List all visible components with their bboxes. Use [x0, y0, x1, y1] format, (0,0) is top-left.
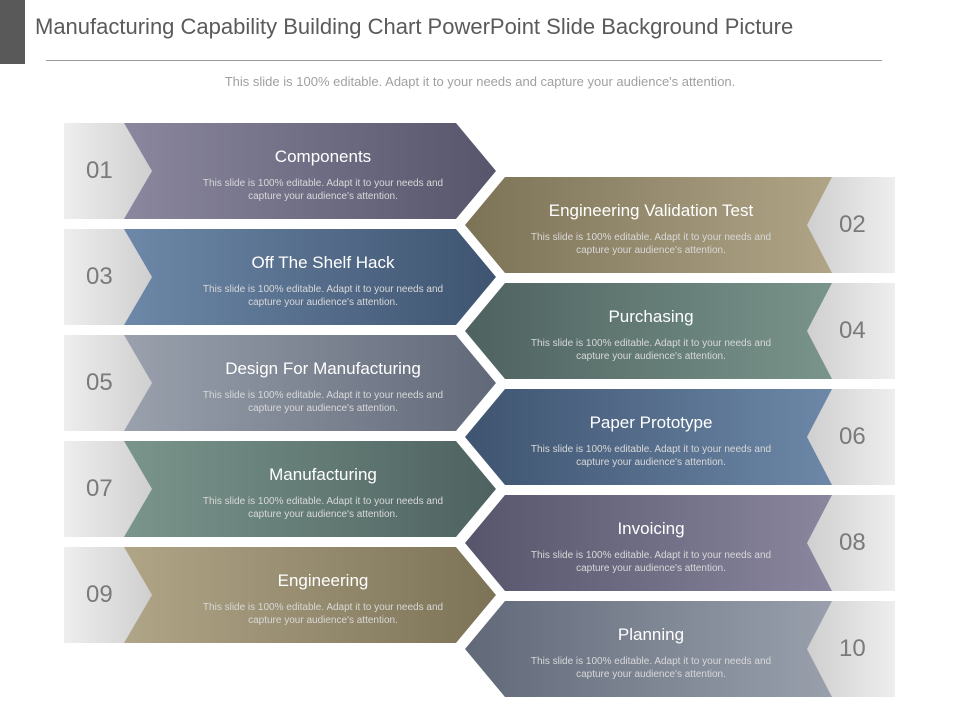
step-description: This slide is 100% editable. Adapt it to… — [465, 549, 837, 575]
step-heading: Purchasing — [608, 307, 694, 326]
step-description-line: This slide is 100% editable. Adapt it to… — [530, 444, 772, 455]
step-number: 10 — [839, 635, 866, 662]
step-description-line: capture your audience's attention. — [248, 191, 398, 202]
step-description: This slide is 100% editable. Adapt it to… — [465, 231, 837, 257]
page-subtitle: This slide is 100% editable. Adapt it to… — [224, 74, 736, 89]
step-description: This slide is 100% editable. Adapt it to… — [465, 337, 837, 363]
step-08: Invoicing This slide is 100% editable. A… — [465, 495, 905, 591]
step-heading: Planning — [617, 625, 685, 644]
step-number: 03 — [86, 263, 113, 290]
step-arrow: Manufacturing This slide is 100% editabl… — [124, 441, 496, 537]
step-description: This slide is 100% editable. Adapt it to… — [465, 655, 837, 681]
step-description-line: capture your audience's attention. — [576, 457, 726, 468]
step-heading: Engineering — [277, 571, 369, 590]
step-07: 07 Manufacturing This slide is 100% edit… — [64, 441, 504, 537]
step-heading: Components — [274, 147, 372, 166]
step-05: 05 Design For Manufacturing This slide i… — [64, 335, 504, 431]
step-description-line: This slide is 100% editable. Adapt it to… — [202, 178, 444, 189]
step-description-line: capture your audience's attention. — [248, 615, 398, 626]
step-number: 06 — [839, 423, 866, 450]
step-description-line: capture your audience's attention. — [248, 509, 398, 520]
step-number: 02 — [839, 211, 866, 238]
step-description-line: capture your audience's attention. — [248, 297, 398, 308]
title-accent-bar — [0, 0, 25, 64]
title-divider — [46, 60, 882, 61]
step-description-line: This slide is 100% editable. Adapt it to… — [530, 656, 772, 667]
step-description-line: This slide is 100% editable. Adapt it to… — [202, 390, 444, 401]
step-arrow: Paper Prototype This slide is 100% edita… — [465, 389, 837, 485]
step-03: 03 Off The Shelf Hack This slide is 100%… — [64, 229, 504, 325]
step-heading: Design For Manufacturing — [225, 359, 421, 378]
step-description: This slide is 100% editable. Adapt it to… — [124, 177, 496, 203]
step-arrow: Engineering This slide is 100% editable.… — [124, 547, 496, 643]
step-description-line: This slide is 100% editable. Adapt it to… — [530, 338, 772, 349]
step-description: This slide is 100% editable. Adapt it to… — [124, 601, 496, 627]
step-arrow: Design For Manufacturing This slide is 1… — [124, 335, 496, 431]
step-02: Engineering Validation Test This slide i… — [465, 177, 905, 273]
step-01: 01 Components This slide is 100% editabl… — [64, 123, 504, 219]
step-heading: Paper Prototype — [589, 413, 713, 432]
step-description-line: capture your audience's attention. — [576, 351, 726, 362]
step-description-line: This slide is 100% editable. Adapt it to… — [530, 550, 772, 561]
step-number: 05 — [86, 369, 113, 396]
step-09: 09 Engineering This slide is 100% editab… — [64, 547, 504, 643]
step-description-line: This slide is 100% editable. Adapt it to… — [202, 284, 444, 295]
step-arrow: Invoicing This slide is 100% editable. A… — [465, 495, 837, 591]
step-number: 09 — [86, 581, 113, 608]
step-04: Purchasing This slide is 100% editable. … — [465, 283, 905, 379]
step-arrow: Planning This slide is 100% editable. Ad… — [465, 601, 837, 697]
step-description-line: This slide is 100% editable. Adapt it to… — [530, 232, 772, 243]
step-description: This slide is 100% editable. Adapt it to… — [124, 389, 496, 415]
step-description-line: capture your audience's attention. — [248, 403, 398, 414]
step-10: Planning This slide is 100% editable. Ad… — [465, 601, 905, 697]
step-heading: Invoicing — [617, 519, 685, 538]
step-description: This slide is 100% editable. Adapt it to… — [465, 443, 837, 469]
step-arrow: Components This slide is 100% editable. … — [124, 123, 496, 219]
step-heading: Engineering Validation Test — [548, 201, 754, 220]
step-heading: Off The Shelf Hack — [251, 253, 395, 272]
step-description-line: capture your audience's attention. — [576, 245, 726, 256]
step-description-line: This slide is 100% editable. Adapt it to… — [202, 496, 444, 507]
step-06: Paper Prototype This slide is 100% edita… — [465, 389, 905, 485]
step-arrow: Purchasing This slide is 100% editable. … — [465, 283, 837, 379]
step-description-line: This slide is 100% editable. Adapt it to… — [202, 602, 444, 613]
step-description: This slide is 100% editable. Adapt it to… — [124, 283, 496, 309]
step-arrow: Off The Shelf Hack This slide is 100% ed… — [124, 229, 496, 325]
step-description-line: capture your audience's attention. — [576, 563, 726, 574]
page-title: Manufacturing Capability Building Chart … — [35, 14, 794, 39]
step-number: 07 — [86, 475, 113, 502]
step-description: This slide is 100% editable. Adapt it to… — [124, 495, 496, 521]
step-description-line: capture your audience's attention. — [576, 669, 726, 680]
step-number: 04 — [839, 317, 866, 344]
step-heading: Manufacturing — [269, 465, 377, 484]
step-number: 01 — [86, 157, 113, 184]
step-arrow: Engineering Validation Test This slide i… — [465, 177, 837, 273]
step-number: 08 — [839, 529, 866, 556]
